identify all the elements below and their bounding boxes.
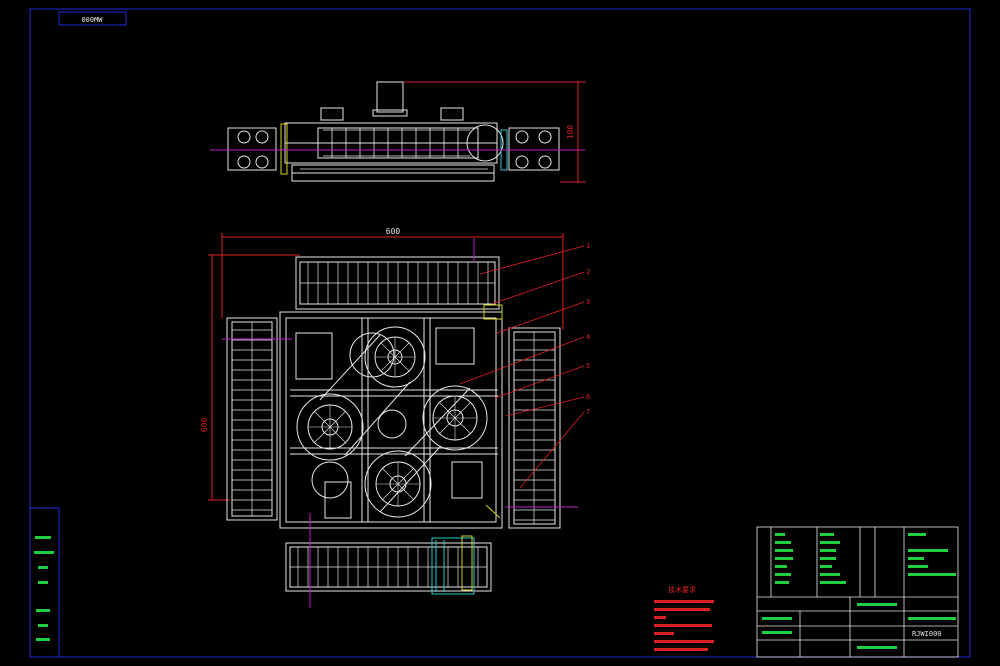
bottom-track — [285, 542, 492, 592]
plan-overall-dimensions — [208, 233, 564, 501]
side-view-accents — [280, 123, 508, 175]
sheet-frame — [29, 8, 971, 658]
balloon-4: 4 — [586, 333, 590, 341]
plan-width-label: 600 — [386, 227, 401, 236]
drawing-number: RJWI000 — [912, 630, 942, 638]
title-block — [756, 526, 959, 658]
balloon-6: 6 — [586, 393, 590, 401]
leader-lines — [459, 245, 585, 489]
plan-height-label: 600 — [200, 418, 209, 433]
plan-track-links — [232, 262, 555, 587]
corner-code: 000MW — [81, 16, 103, 24]
balloon-5: 5 — [586, 362, 590, 370]
plan-centerlines — [222, 238, 578, 608]
left-track — [226, 317, 278, 521]
title-block-entries — [762, 533, 956, 649]
balloon-3: 3 — [586, 298, 590, 306]
notes-lines — [654, 600, 714, 651]
notes-title: 技术要求 — [668, 585, 696, 594]
side-view-height-label: 180 — [566, 125, 575, 140]
margin-label-stack — [34, 536, 54, 641]
balloon-1: 1 — [586, 242, 590, 250]
part-balloons: 1 2 3 4 5 6 7 — [586, 242, 590, 416]
right-track — [508, 327, 561, 529]
top-track — [295, 256, 500, 310]
side-view-chain — [300, 128, 488, 170]
plan-tracks — [226, 256, 561, 592]
balloon-2: 2 — [586, 268, 590, 276]
balloon-7: 7 — [586, 408, 590, 416]
drive-belts — [319, 334, 471, 513]
side-view — [227, 81, 560, 182]
wheel-spokes — [308, 337, 477, 506]
side-view-height-dimension — [404, 81, 586, 183]
plan-accents — [431, 304, 503, 595]
